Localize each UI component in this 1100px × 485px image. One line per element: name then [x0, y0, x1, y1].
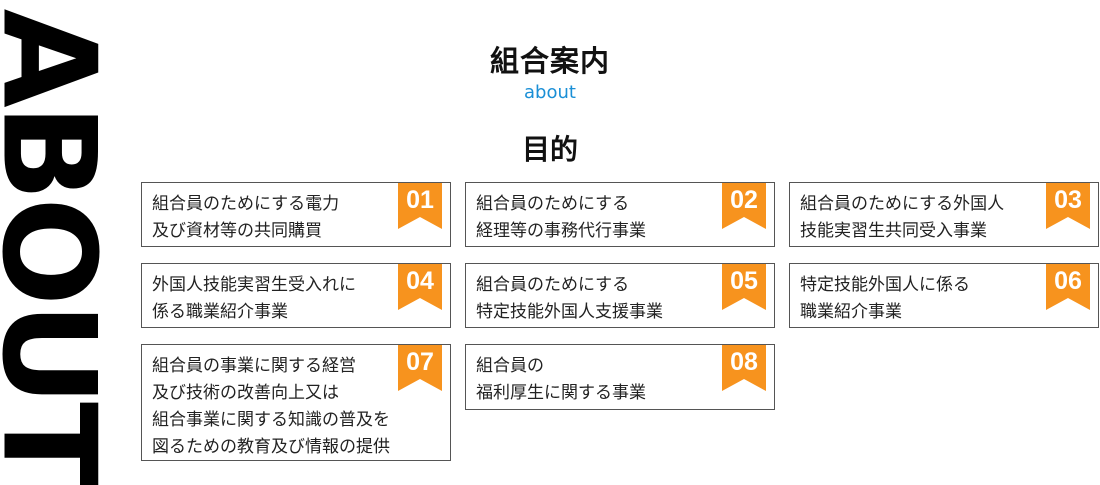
purpose-card-07: 組合員の事業に関する経営 及び技術の改善向上又は 組合事業に関する知識の普及を … [141, 344, 451, 461]
card-number: 01 [406, 186, 434, 214]
card-line: 経理等の事務代行事業 [476, 221, 646, 241]
card-line: 組合事業に関する知識の普及を [152, 410, 390, 430]
card-line: 組合員の事業に関する経営 [152, 356, 356, 376]
section-title: 目的 [521, 133, 578, 166]
ribbon-badge-icon: 02 [722, 183, 766, 229]
card-line: 福利厚生に関する事業 [476, 383, 646, 403]
card-number: 06 [1054, 267, 1082, 295]
card-line: 職業紹介事業 [800, 302, 902, 322]
card-line: 外国人技能実習生受入れに [152, 275, 356, 295]
card-line: 特定技能外国人支援事業 [476, 302, 663, 322]
card-line: 組合員のためにする外国人 [800, 194, 1005, 214]
card-number: 03 [1054, 186, 1082, 214]
card-line: 組合員のためにする [476, 194, 630, 214]
page-subtitle: about [524, 82, 576, 103]
card-number: 02 [730, 186, 758, 214]
ribbon-badge-icon: 04 [398, 264, 442, 310]
card-line: 特定技能外国人に係る [800, 275, 970, 295]
card-number: 07 [406, 348, 434, 376]
purpose-card-01: 組合員のためにする電力 及び資材等の共同購買 01 [141, 182, 451, 247]
card-line: 及び技術の改善向上又は [152, 383, 339, 403]
ribbon-badge-icon: 06 [1046, 264, 1090, 310]
purpose-card-03: 組合員のためにする外国人 技能実習生共同受入事業 03 [789, 182, 1099, 247]
purpose-card-06: 特定技能外国人に係る 職業紹介事業 06 [789, 263, 1099, 328]
ribbon-badge-icon: 05 [722, 264, 766, 310]
card-line: 及び資材等の共同購買 [152, 221, 322, 241]
purpose-card-04: 外国人技能実習生受入れに 係る職業紹介事業 04 [141, 263, 451, 328]
about-vertical-text: ABOUT [0, 8, 122, 485]
purpose-card-08: 組合員の 福利厚生に関する事業 08 [465, 344, 775, 410]
card-line: 組合員の [476, 356, 544, 376]
card-number: 04 [406, 267, 434, 295]
card-line: 組合員のためにする電力 [152, 194, 340, 214]
ribbon-badge-icon: 07 [398, 345, 442, 391]
card-line: 技能実習生共同受入事業 [800, 221, 987, 241]
ribbon-badge-icon: 08 [722, 345, 766, 391]
ribbon-badge-icon: 01 [398, 183, 442, 229]
card-line: 図るための教育及び情報の提供 [152, 437, 390, 457]
card-number: 08 [730, 348, 758, 376]
card-line: 係る職業紹介事業 [152, 302, 288, 322]
page-title: 組合案内 [489, 44, 610, 78]
card-number: 05 [730, 267, 758, 295]
ribbon-badge-icon: 03 [1046, 183, 1090, 229]
purpose-card-05: 組合員のためにする 特定技能外国人支援事業 05 [465, 263, 775, 328]
card-line: 組合員のためにする [476, 275, 630, 295]
purpose-card-02: 組合員のためにする 経理等の事務代行事業 02 [465, 182, 775, 247]
